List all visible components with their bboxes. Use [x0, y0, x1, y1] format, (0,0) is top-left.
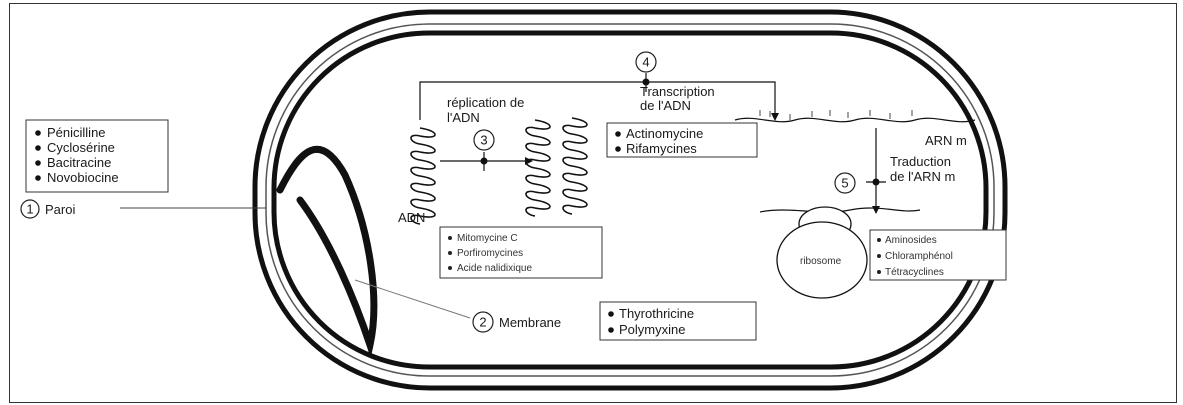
- bullet-icon: [35, 160, 41, 166]
- traduction-arrowhead: [872, 206, 880, 214]
- bullet-icon: [877, 238, 881, 242]
- bullet-icon: [35, 175, 41, 181]
- chromosome-strand: [280, 149, 374, 345]
- transcription-arrowhead: [771, 113, 779, 121]
- traduction-item: Aminosides: [885, 235, 937, 246]
- membrane-label: Membrane: [499, 315, 561, 330]
- transcription-item: Actinomycine: [626, 126, 703, 141]
- paroi-item: Pénicilline: [47, 125, 106, 140]
- bullet-icon: [615, 131, 621, 137]
- bullet-icon: [608, 311, 614, 317]
- transcription-label-line2: de l'ADN: [640, 98, 691, 113]
- traduction-item: Chloramphénol: [885, 251, 953, 262]
- arn-label: ARN m: [925, 133, 967, 148]
- traduction-item: Tétracyclines: [885, 267, 944, 278]
- bullet-icon: [448, 251, 452, 255]
- replication-item: Mitomycine C: [457, 233, 518, 244]
- replicated-coil-1: [526, 120, 550, 216]
- paroi-item: Cyclosérine: [47, 140, 115, 155]
- replication-arrowhead: [525, 157, 533, 165]
- replication-item: Porfiromycines: [457, 248, 523, 259]
- paroi-item: Novobiocine: [47, 170, 119, 185]
- replication-block-dot: [481, 158, 488, 165]
- replication-label-line2: l'ADN: [447, 110, 480, 125]
- replication-label-line1: réplication de: [447, 95, 524, 110]
- replicated-coil-2: [563, 118, 587, 214]
- bullet-icon: [877, 270, 881, 274]
- arn-bases: [760, 110, 912, 120]
- bullet-icon: [448, 236, 452, 240]
- traduction-block-dot: [873, 179, 880, 186]
- paroi-item: Bacitracine: [47, 155, 111, 170]
- number-5: 5: [841, 176, 848, 191]
- transcription-label-line1: Transcription: [640, 84, 715, 99]
- number-2: 2: [479, 315, 486, 330]
- bullet-icon: [877, 254, 881, 258]
- arn-strand: [735, 118, 975, 121]
- bullet-icon: [608, 327, 614, 333]
- replication-item: Acide nalidixique: [457, 263, 532, 274]
- number-3: 3: [480, 133, 487, 148]
- number-4: 4: [642, 55, 649, 70]
- bullet-icon: [615, 146, 621, 152]
- membrane-item: Thyrothricine: [619, 306, 694, 321]
- paroi-label: Paroi: [45, 202, 75, 217]
- transcription-item: Rifamycines: [626, 141, 697, 156]
- bullet-icon: [35, 130, 41, 136]
- traduction-label-line2: de l'ARN m: [890, 169, 955, 184]
- bullet-icon: [448, 266, 452, 270]
- number-1: 1: [26, 202, 33, 217]
- bullet-icon: [35, 145, 41, 151]
- ribosome-label: ribosome: [800, 256, 842, 267]
- traduction-label-line1: Traduction: [890, 154, 951, 169]
- membrane-item: Polymyxine: [619, 322, 685, 337]
- adn-label: ADN: [398, 210, 425, 225]
